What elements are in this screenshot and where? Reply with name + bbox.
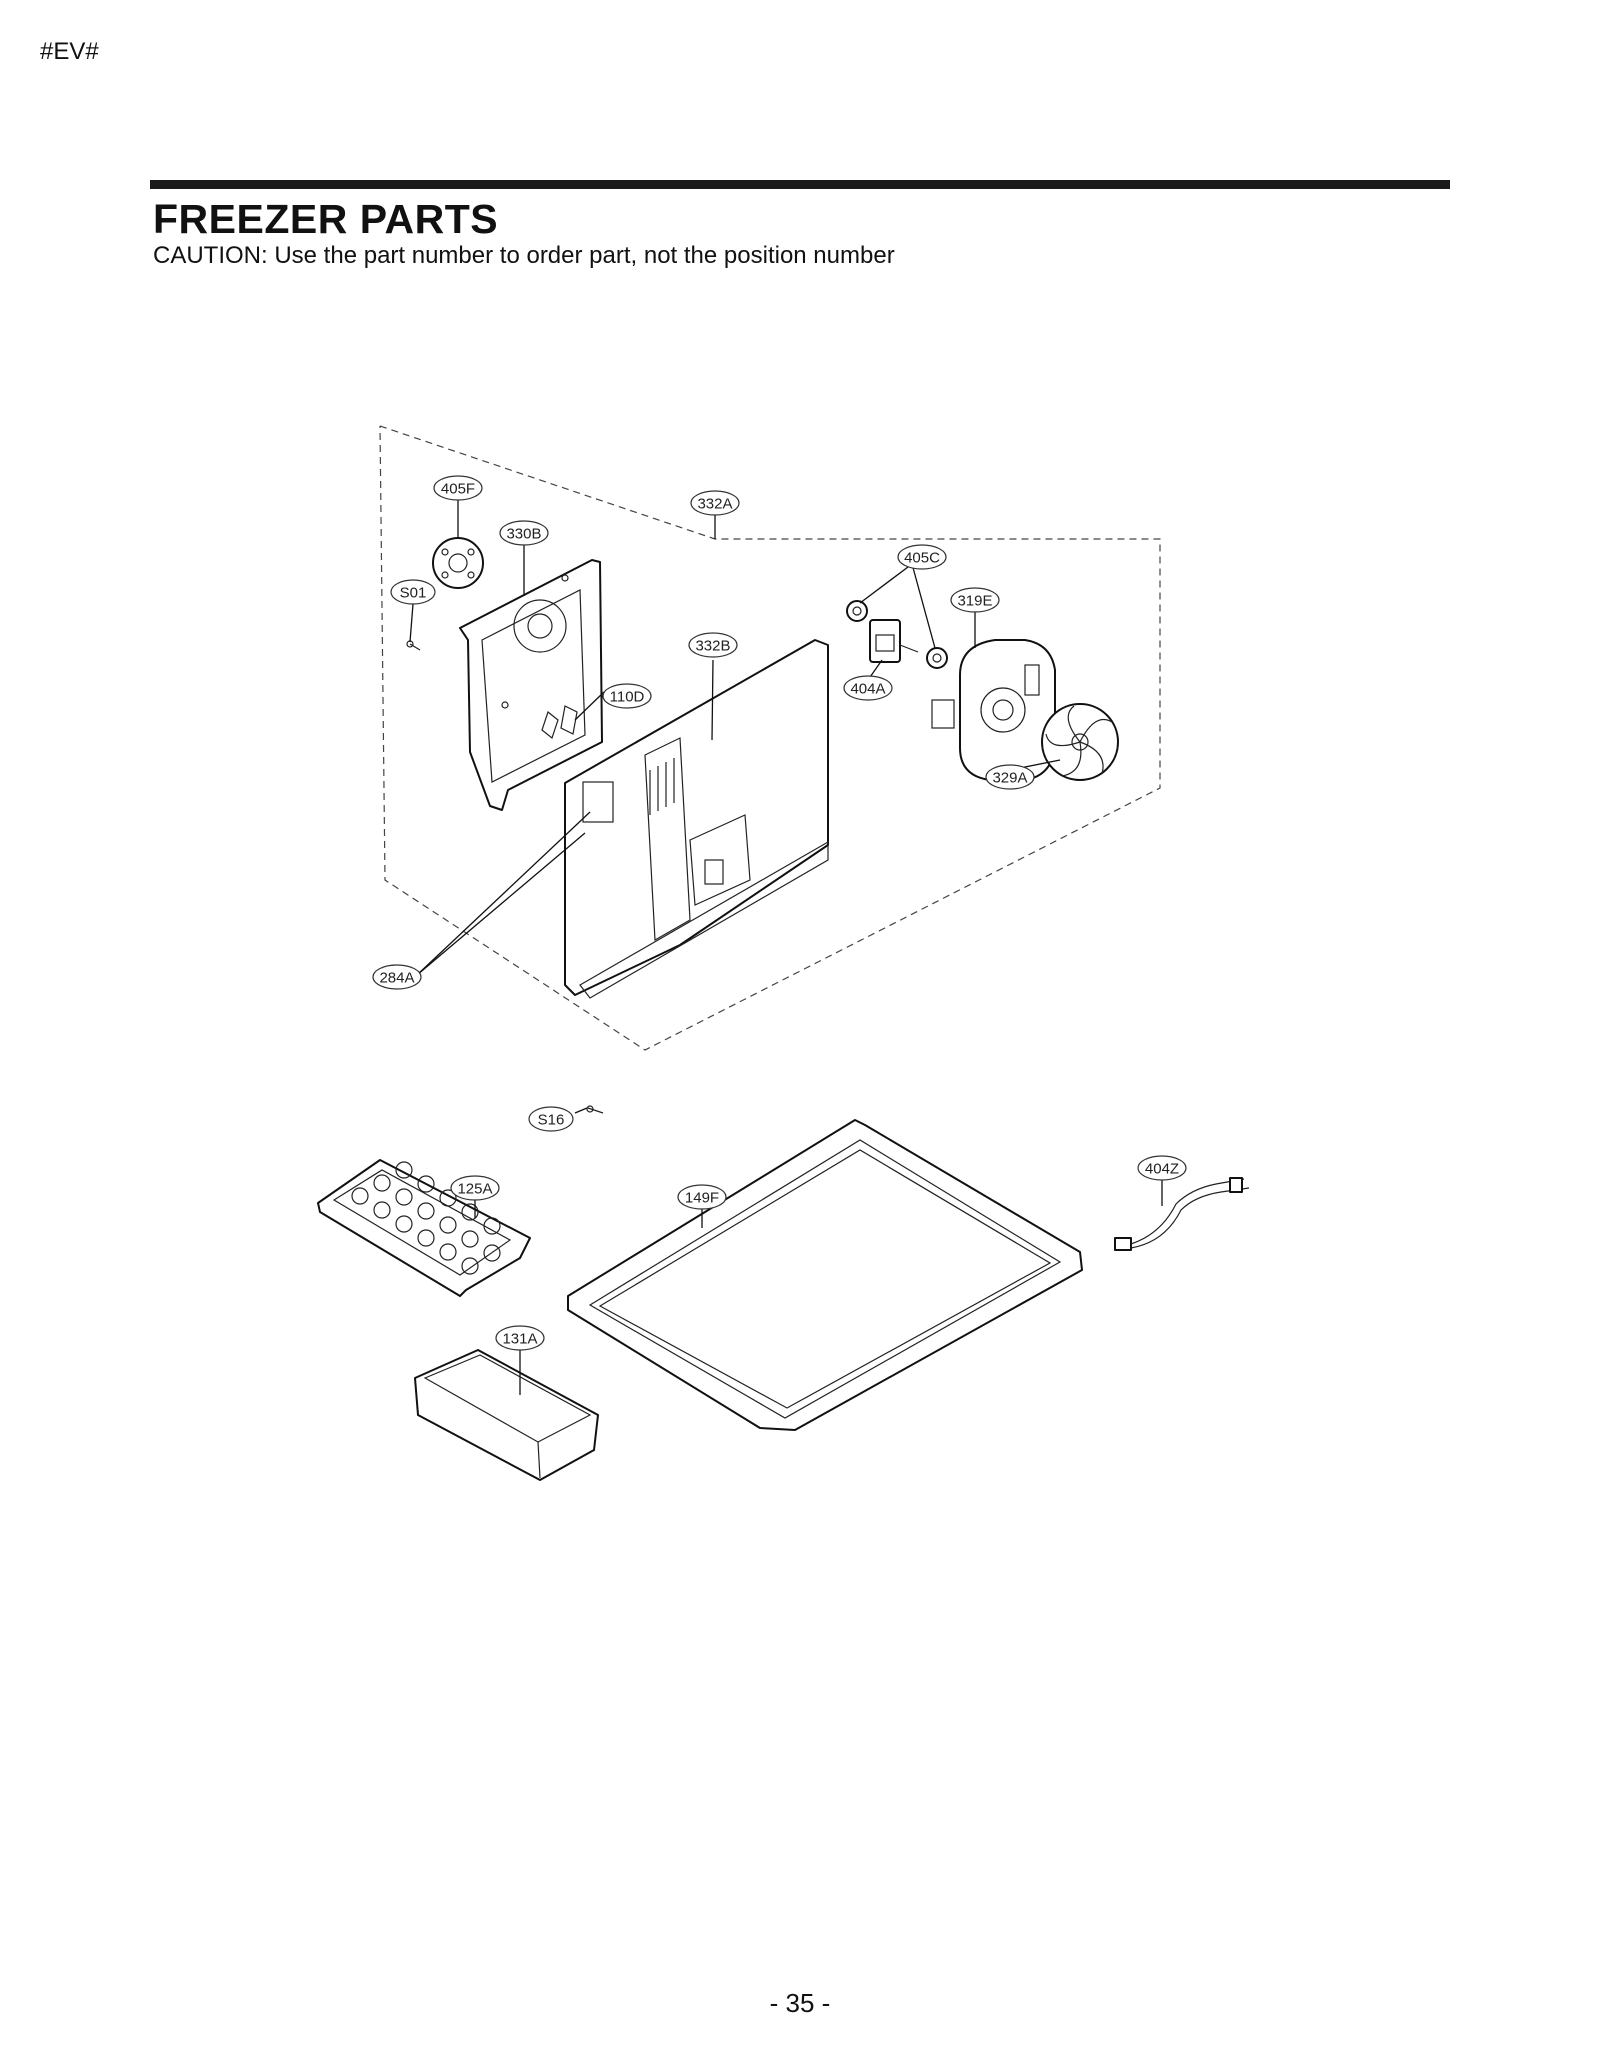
part-330B-bracket — [459, 559, 603, 811]
svg-text:110D: 110D — [610, 689, 645, 706]
part-332B-cover — [564, 639, 829, 999]
svg-text:404Z: 404Z — [1145, 1161, 1179, 1178]
callout-404A: 404A — [843, 675, 893, 701]
svg-text:284A: 284A — [379, 970, 414, 987]
callout-284A: 284A — [372, 964, 422, 990]
svg-text:405C: 405C — [904, 550, 940, 567]
callout-319E: 319E — [950, 587, 1000, 613]
svg-text:404A: 404A — [850, 681, 885, 698]
page-title: FREEZER PARTS — [153, 196, 499, 242]
callout-404Z: 404Z — [1137, 1155, 1187, 1181]
part-149F-shelf — [567, 1119, 1083, 1431]
part-S16-screw — [586, 1105, 604, 1114]
callout-332B: 332B — [688, 632, 738, 658]
svg-text:319E: 319E — [957, 593, 992, 610]
part-125A-ice-tray — [317, 1159, 531, 1297]
svg-text:329A: 329A — [992, 770, 1027, 787]
callout-149F: 149F — [677, 1184, 727, 1210]
svg-text:S01: S01 — [400, 585, 427, 602]
part-S01-screw — [406, 640, 421, 651]
svg-text:131A: 131A — [502, 1331, 537, 1348]
callout-110D: 110D — [602, 683, 652, 709]
callout-S16: S16 — [528, 1106, 574, 1132]
callout-330B: 330B — [499, 520, 549, 546]
svg-text:149F: 149F — [685, 1190, 719, 1207]
part-329A-fan-blade — [1041, 703, 1119, 781]
callout-329A: 329A — [985, 764, 1035, 790]
callout-405C: 405C — [897, 544, 947, 570]
callout-S01: S01 — [390, 579, 436, 605]
page-number: - 35 - — [769, 1988, 831, 2018]
svg-text:S16: S16 — [538, 1112, 565, 1129]
callout-leaders — [409, 500, 1163, 1395]
part-319E-shroud — [931, 639, 1056, 781]
part-131A-ice-bin — [414, 1349, 599, 1481]
part-404Z-harness — [1114, 1177, 1250, 1251]
svg-text:330B: 330B — [506, 526, 541, 543]
svg-text:125A: 125A — [457, 1181, 492, 1198]
svg-text:332A: 332A — [697, 496, 732, 513]
part-405C-grommets — [846, 600, 948, 669]
title-rule — [150, 180, 1450, 189]
document-id: #EV# — [40, 38, 99, 65]
callout-125A: 125A — [450, 1175, 500, 1201]
callout-405F: 405F — [433, 475, 483, 501]
callout-332A: 332A — [690, 490, 740, 516]
part-405F-bearing — [432, 537, 484, 589]
caution-note: CAUTION: Use the part number to order pa… — [153, 242, 895, 269]
callout-131A: 131A — [495, 1325, 545, 1351]
svg-text:332B: 332B — [695, 638, 730, 655]
part-404A-motor — [869, 619, 919, 663]
svg-text:405F: 405F — [441, 481, 475, 498]
